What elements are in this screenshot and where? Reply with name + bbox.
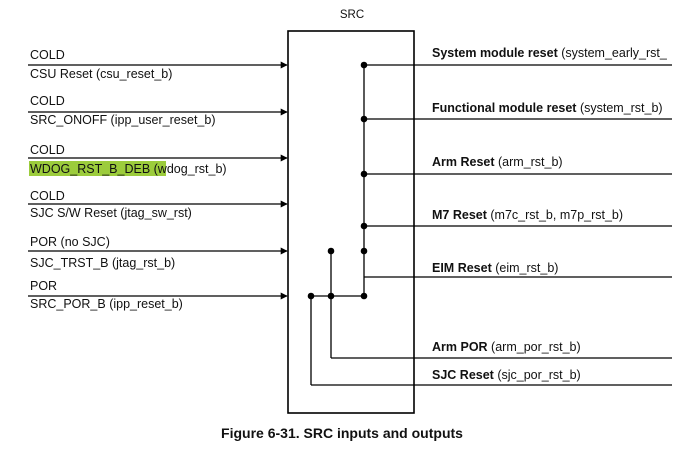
signal-highlight: [29, 161, 166, 176]
input-signal-label: SJC_TRST_B (jtag_rst_b): [30, 256, 175, 270]
junction-dot: [327, 292, 335, 300]
output-label: M7 Reset (m7c_rst_b, m7p_rst_b): [432, 208, 623, 222]
input-type-label: POR (no SJC): [30, 235, 110, 249]
output-label: Arm POR (arm_por_rst_b): [432, 340, 581, 354]
output-label: System module reset (system_early_rst_: [432, 46, 668, 60]
input-signal-label: SJC S/W Reset (jtag_sw_rst): [30, 206, 192, 220]
input-type-label: COLD: [30, 94, 65, 108]
input-type-label: COLD: [30, 48, 65, 62]
junction-dot: [327, 247, 335, 255]
src-block: [287, 30, 415, 414]
input-signal-label: SRC_ONOFF (ipp_user_reset_b): [30, 113, 215, 127]
input-type-label: POR: [30, 279, 57, 293]
output-label: Functional module reset (system_rst_b): [432, 101, 663, 115]
src-block-label: SRC: [340, 9, 364, 21]
output-label: EIM Reset (eim_rst_b): [432, 261, 558, 275]
input-type-label: COLD: [30, 143, 65, 157]
input-signal-label: CSU Reset (csu_reset_b): [30, 67, 172, 81]
input-signal-label: SRC_POR_B (ipp_reset_b): [30, 297, 183, 311]
junction-dot: [360, 292, 368, 300]
figure-caption: Figure 6-31. SRC inputs and outputs: [221, 425, 463, 441]
input-signal-label: WDOG_RST_B_DEB (wdog_rst_b): [30, 162, 227, 176]
output-label: SJC Reset (sjc_por_rst_b): [432, 368, 581, 382]
junction-dot: [360, 247, 368, 255]
input-type-label: COLD: [30, 189, 65, 203]
junction-dot: [307, 292, 315, 300]
output-label: Arm Reset (arm_rst_b): [432, 155, 563, 169]
